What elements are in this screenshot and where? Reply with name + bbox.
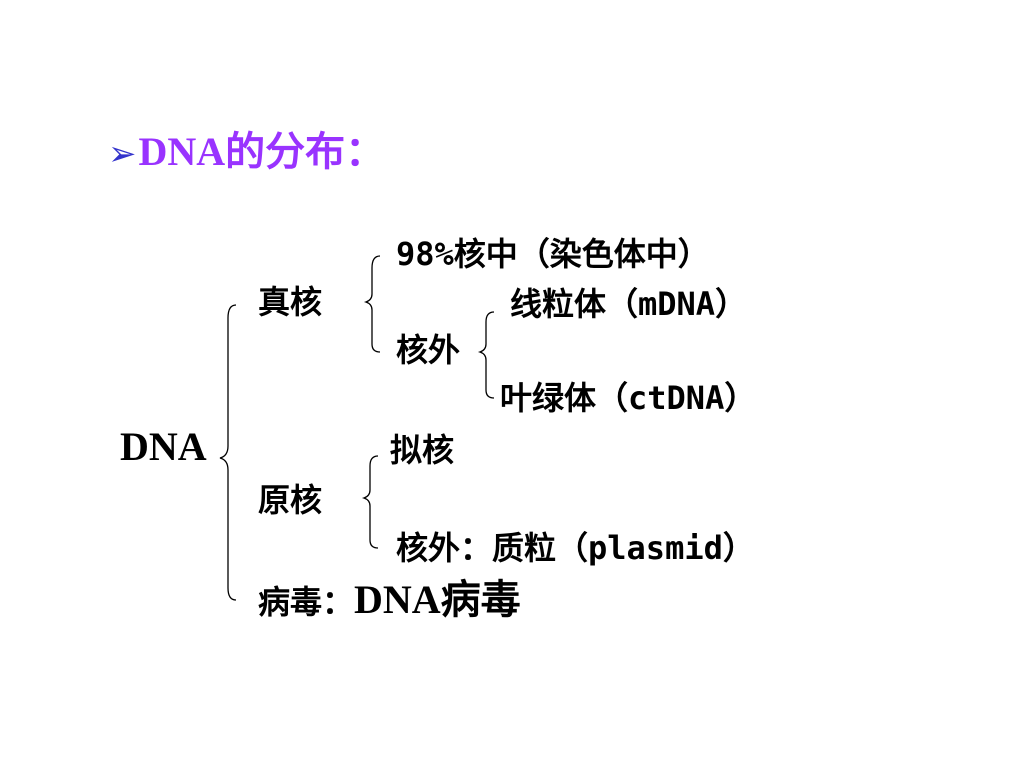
prokaryote-label: 原核 [258, 481, 323, 519]
plasmid-label: 核外：质粒（plasmid） [396, 529, 755, 567]
arrow-bullet-icon: ➢ [108, 134, 137, 174]
virus-value: DNA病毒 [354, 577, 521, 622]
extranuclear-label: 核外 [396, 331, 461, 369]
mitochondria-label: 线粒体（mDNA） [510, 285, 748, 323]
eukaryote-label: 真核 [258, 283, 323, 321]
nuclear-dna-label: 98%核中（染色体中） [396, 235, 710, 273]
title-text: DNA的分布： [138, 129, 386, 174]
slide-title: ➢DNA的分布： [108, 126, 385, 180]
extranuclear-brace [477, 311, 495, 399]
prokaryote-brace [361, 455, 379, 549]
virus-row: 病毒：DNA病毒 [258, 578, 521, 622]
nucleoid-label: 拟核 [390, 431, 455, 469]
chloroplast-label: 叶绿体（ctDNA） [500, 379, 757, 417]
virus-label: 病毒： [258, 583, 355, 621]
root-brace [219, 304, 237, 601]
root-dna-label: DNA [120, 424, 207, 469]
eukaryote-brace [363, 255, 381, 353]
